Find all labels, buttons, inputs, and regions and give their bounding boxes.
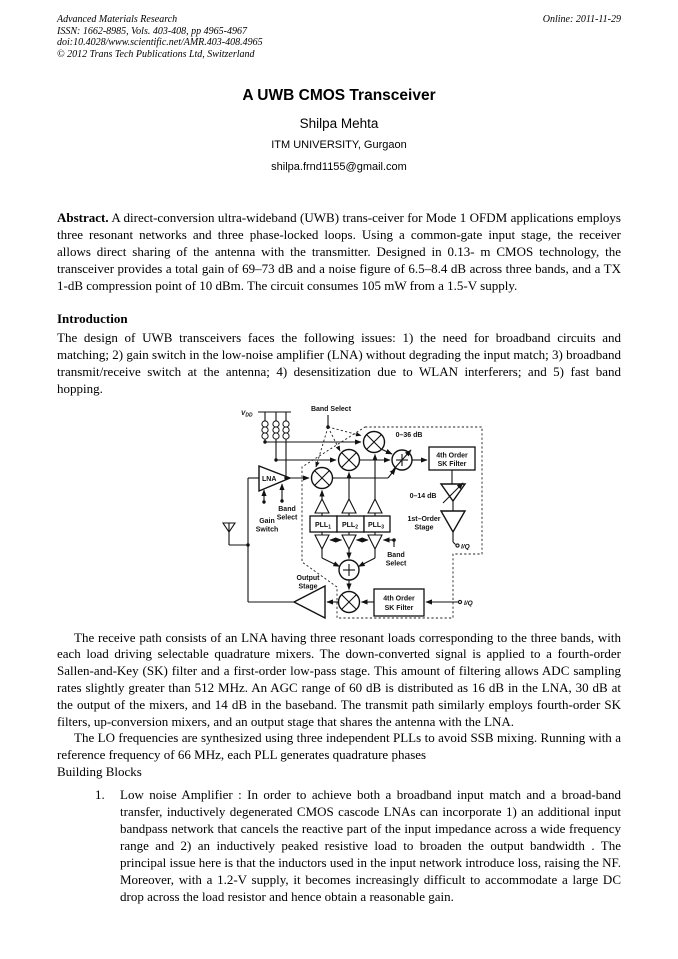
tx-summer — [321, 548, 376, 590]
journal-copyright: © 2012 Trans Tech Publications Ltd, Swit… — [57, 48, 255, 60]
vdd-label: VDD — [241, 410, 253, 419]
band-select-top-label: Band Select — [311, 406, 352, 413]
band-select-lna-label-1: Band — [278, 506, 296, 513]
author-affiliation: ITM UNIVERSITY, Gurgaon — [271, 139, 407, 152]
antenna-icon — [221, 521, 237, 545]
sk-filter-tx-label-2: SK Filter — [385, 605, 414, 612]
figure-transceiver-diagram: VDD — [212, 399, 504, 627]
output-stage-label-2: Stage — [298, 583, 317, 590]
title-block: A UWB CMOS Transceiver Shilpa Mehta ITM … — [57, 87, 621, 173]
pll3-label: PLL3 — [368, 522, 384, 531]
body-paragraph-lo-frequencies: The LO frequencies are synthesized using… — [57, 730, 621, 763]
journal-header: Advanced Materials Research ISSN: 1662-8… — [57, 14, 621, 60]
introduction-paragraph: The design of UWB transceivers faces the… — [57, 330, 621, 396]
rx-mixer-1 — [310, 466, 334, 489]
output-stage-label-1: Output — [297, 575, 321, 582]
sk-filter-rx-label-1: 4th Order — [436, 452, 468, 459]
journal-title: Advanced Materials Research — [57, 14, 178, 25]
first-order-label-1: 1st–Order — [407, 516, 440, 523]
antenna-bus-wires — [229, 476, 294, 603]
pll-bank: PLL1 PLL2 PLL3 — [309, 453, 391, 533]
lo-buffer-3 — [367, 453, 383, 516]
band-select-lna-label-2: Select — [277, 514, 298, 521]
abstract-label: Abstract. — [57, 210, 109, 226]
list-item-number: 1. — [95, 786, 105, 802]
band-select-right-label-1: Band — [387, 552, 405, 559]
gain-0-14-label: 0–14 dB — [410, 493, 437, 500]
journal-doi: doi:10.4028/www.scientific.net/AMR.403-4… — [57, 37, 263, 49]
introduction-heading: Introduction — [57, 311, 128, 327]
sk-filter-tx-label-1: 4th Order — [383, 595, 415, 602]
gain-0-36-label: 0–36 dB — [396, 432, 423, 439]
lna-amplifier: LNA Band Select Gain Switch — [256, 464, 298, 533]
journal-header-left: Advanced Materials Research ISSN: 1662-8… — [57, 14, 263, 60]
author-name: Shilpa Mehta — [299, 116, 379, 132]
phase-selectors: Band Select — [314, 531, 407, 567]
band-select-right-label-2: Select — [386, 560, 407, 567]
list-item-text: Low noise Amplifier : In order to achiev… — [120, 786, 621, 904]
lo-buffer-2 — [341, 471, 357, 516]
chip-boundary-dotted — [301, 426, 483, 618]
building-blocks-heading: Building Blocks — [57, 763, 142, 779]
online-date: Online: 2011-11-29 — [542, 14, 621, 25]
journal-issn: ISSN: 1662-8985, Vols. 403-408, pp 4965-… — [57, 25, 247, 37]
baseband-vga: 0–14 dB — [410, 469, 467, 503]
transceiver-block-diagram: VDD — [221, 406, 483, 619]
lna-label: LNA — [262, 476, 276, 483]
lo-buffer-1 — [314, 489, 330, 516]
iq-rx-label: I/Q — [461, 543, 470, 550]
abstract-text: A direct-conversion ultra-wideband (UWB)… — [57, 210, 621, 293]
first-order-stage: 1st–Order Stage I/Q — [407, 500, 470, 550]
gain-switch-label-1: Gain — [259, 518, 275, 525]
output-stage: Output Stage — [292, 575, 338, 619]
supply-inductors: VDD — [241, 410, 362, 481]
body-paragraph-receive-path: The receive path consists of an LNA havi… — [57, 629, 621, 729]
numbered-list-item-1: 1. Low noise Amplifier : In order to ach… — [57, 786, 621, 905]
pll1-label: PLL1 — [315, 522, 331, 531]
page-title: A UWB CMOS Transceiver — [242, 87, 436, 105]
band-select-top: Band Select — [311, 406, 362, 468]
gain-switch-label-2: Switch — [256, 526, 279, 533]
sk-filter-rx-label-2: SK Filter — [438, 461, 467, 468]
first-order-label-2: Stage — [414, 524, 433, 531]
rx-mixer-2 — [337, 448, 361, 471]
sk-filter-rx-box: 4th Order SK Filter — [428, 445, 476, 471]
iq-tx-label: I/Q — [464, 600, 473, 607]
pll2-label: PLL2 — [342, 522, 358, 531]
tx-mixer — [337, 590, 361, 613]
abstract-paragraph: Abstract. A direct-conversion ultra-wide… — [57, 210, 621, 294]
author-email: shilpa.frnd1155@gmail.com — [271, 161, 407, 174]
sk-filter-tx-box: 4th Order SK Filter I/Q — [360, 587, 473, 617]
rx-mixer-3 — [362, 430, 386, 453]
inductor-coil-icon — [261, 419, 290, 440]
